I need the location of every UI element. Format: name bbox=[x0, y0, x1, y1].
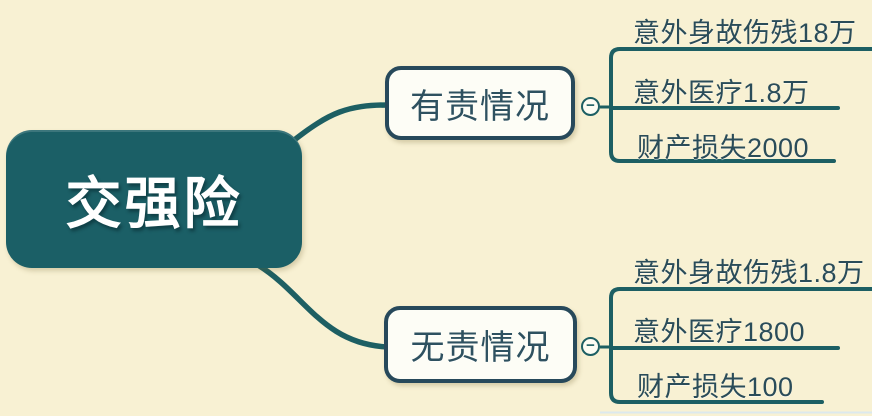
leaf-node-property-loss[interactable]: 财产损失2000 bbox=[637, 133, 810, 163]
leaf-node-accident-medical[interactable]: 意外医疗1800 bbox=[633, 317, 806, 347]
branch-node-label: 有责情况 bbox=[410, 87, 550, 126]
collapse-button-top[interactable]: − bbox=[581, 97, 600, 116]
collapse-button-bottom[interactable]: − bbox=[581, 337, 600, 356]
minus-icon: − bbox=[586, 97, 595, 114]
curve-root-to-top-branch bbox=[290, 102, 391, 144]
root-node-label: 交强险 bbox=[65, 171, 243, 235]
top-group-bracket bbox=[609, 47, 872, 163]
branch-node-liable[interactable]: 有责情况 bbox=[385, 66, 575, 140]
root-node[interactable]: 交强险 bbox=[6, 130, 302, 268]
minus-icon: − bbox=[586, 337, 595, 354]
curve-root-to-bottom-branch bbox=[255, 262, 391, 350]
branch-node-label: 无责情况 bbox=[410, 329, 551, 367]
leaf-node-property-loss[interactable]: 财产损失100 bbox=[637, 372, 794, 402]
branch-node-not-liable[interactable]: 无责情况 bbox=[384, 306, 577, 383]
leaf-node-accident-death-disability[interactable]: 意外身故伤残18万 bbox=[633, 18, 857, 48]
leaf-node-accident-medical[interactable]: 意外医疗1.8万 bbox=[633, 78, 810, 108]
leaf-node-accident-death-disability[interactable]: 意外身故伤残1.8万 bbox=[633, 258, 865, 288]
